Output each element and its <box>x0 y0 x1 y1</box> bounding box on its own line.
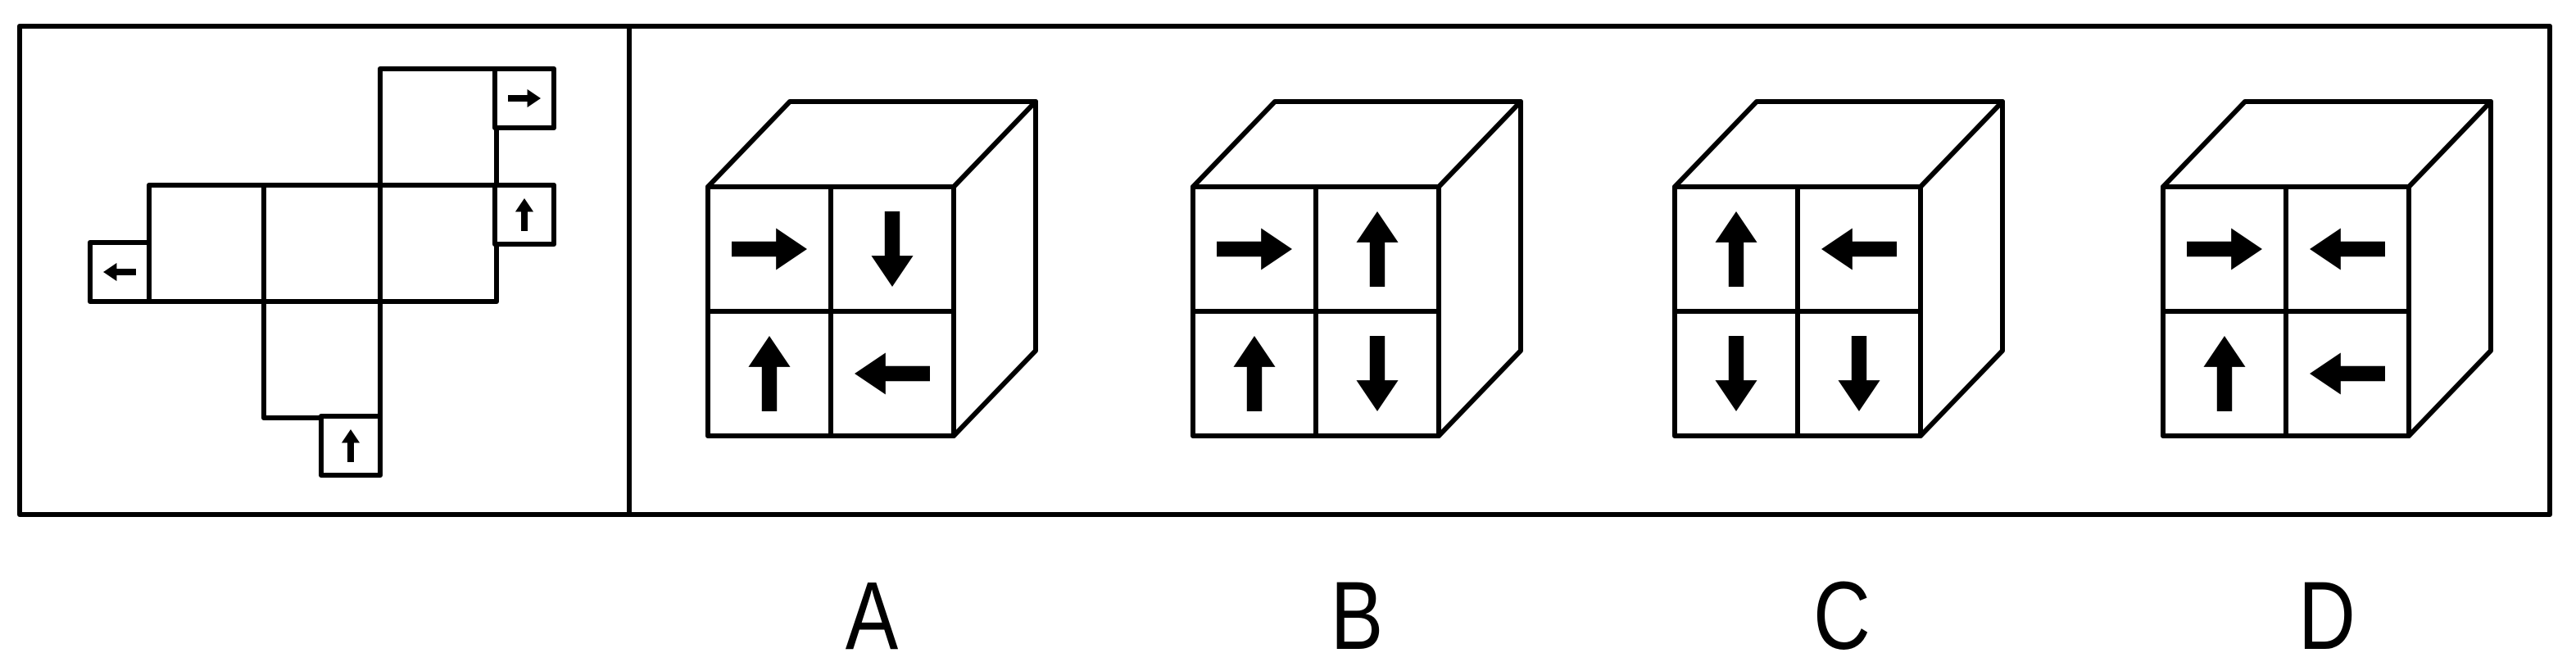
answer-options <box>705 99 2493 438</box>
tab-left <box>88 240 152 304</box>
outer-frame <box>17 24 2552 517</box>
option-label-b[interactable]: B <box>1331 561 1384 662</box>
arrow-right-icon <box>2187 228 2262 270</box>
arrow-up-icon <box>515 198 534 231</box>
net-face-top <box>378 66 499 188</box>
option-label-a[interactable]: A <box>846 561 899 662</box>
option-cube-d[interactable] <box>2161 99 2493 438</box>
arrow-down-icon <box>1838 335 1880 412</box>
net-face-left <box>147 183 268 304</box>
arrow-up-icon <box>1715 211 1757 288</box>
arrow-left-icon <box>2310 228 2385 270</box>
option-cube-c[interactable] <box>1672 99 2005 438</box>
arrow-up-icon <box>1356 211 1399 288</box>
option-cube-a[interactable] <box>705 99 1038 438</box>
option-labels: A B C D <box>846 561 2356 662</box>
arrow-down-icon <box>871 211 914 288</box>
arrow-up-icon <box>748 335 791 412</box>
tab-bottom <box>319 414 383 478</box>
net-face-center <box>261 183 383 304</box>
arrow-right-icon <box>732 228 807 270</box>
arrow-right-icon <box>508 88 541 108</box>
arrow-right-icon <box>1217 228 1292 270</box>
arrow-left-icon <box>2310 352 2385 395</box>
net-face-bottom <box>261 299 383 420</box>
arrow-left-icon <box>1821 228 1897 270</box>
tab-middle-right <box>492 183 556 247</box>
arrow-up-icon <box>1233 335 1276 412</box>
option-label-d[interactable]: D <box>2298 561 2356 662</box>
arrow-down-icon <box>1356 335 1399 412</box>
arrow-left-icon <box>103 262 136 282</box>
cube-net <box>88 66 556 478</box>
tab-top-right <box>492 66 556 130</box>
arrow-up-icon <box>2203 335 2246 412</box>
option-label-c[interactable]: C <box>1813 561 1871 662</box>
arrow-up-icon <box>341 429 361 462</box>
net-face-right <box>378 183 499 304</box>
arrow-down-icon <box>1715 335 1757 412</box>
option-cube-b[interactable] <box>1190 99 1523 438</box>
arrow-left-icon <box>855 352 930 395</box>
